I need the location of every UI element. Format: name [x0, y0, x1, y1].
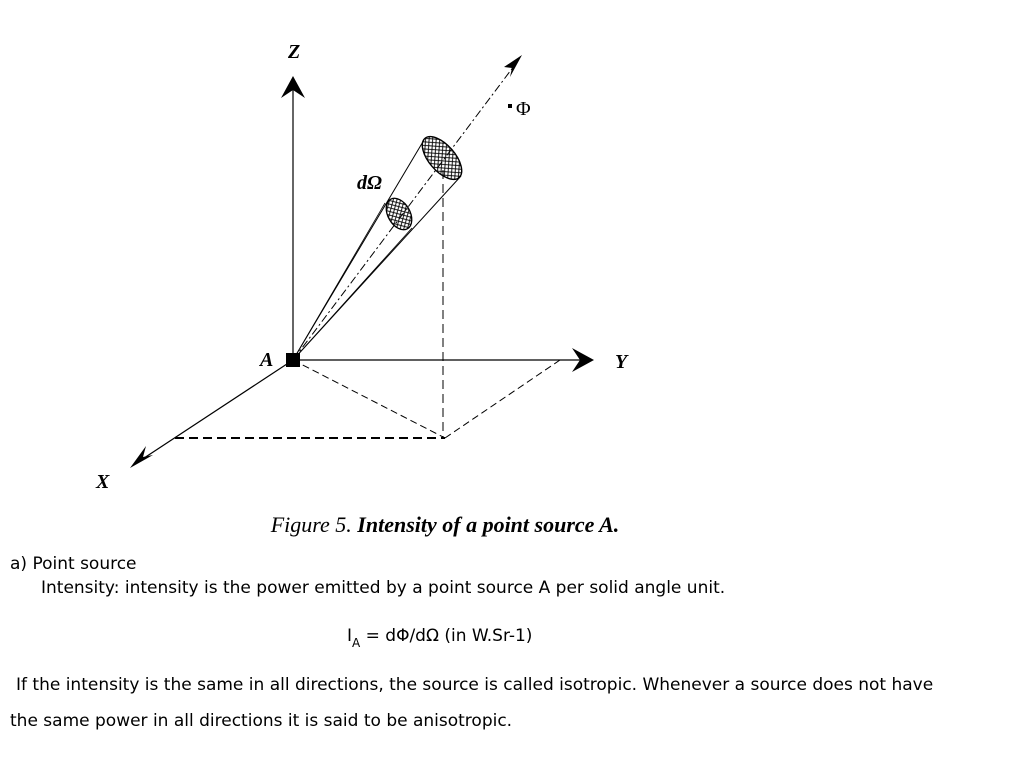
phi-label: Φ — [516, 98, 531, 120]
phi-marker — [508, 104, 512, 108]
large-hatched-ellipse — [421, 135, 463, 181]
section-heading: a) Point source — [10, 554, 137, 574]
projection-lines — [175, 170, 561, 439]
point-source-marker — [286, 353, 300, 367]
z-axis — [281, 76, 305, 360]
figure-caption-text: Intensity of a point source A. — [357, 512, 620, 537]
formula-rhs: = dΦ/dΩ (in W.Sr-1) — [360, 626, 533, 646]
intensity-definition: Intensity: intensity is the power emitte… — [41, 578, 726, 598]
isotropic-paragraph-line-2: the same power in all directions it is s… — [10, 711, 513, 731]
d-omega-label: dΩ — [357, 172, 382, 194]
intensity-diagram: Z Y X A dΩ Φ — [95, 41, 629, 493]
intensity-formula: IA = dΦ/dΩ (in W.Sr-1) — [347, 626, 533, 650]
figure-caption-number: Figure 5. — [270, 512, 352, 537]
x-axis — [130, 359, 294, 468]
figure-caption: Figure 5. Intensity of a point source A. — [0, 512, 890, 538]
x-axis-label: X — [95, 471, 110, 493]
z-axis-label: Z — [287, 41, 300, 63]
y-axis — [293, 348, 594, 372]
formula-subscript: A — [352, 636, 361, 650]
point-a-label: A — [258, 349, 273, 371]
formula-lhs: I — [347, 626, 353, 646]
small-hatched-ellipse — [385, 197, 413, 231]
y-axis-label: Y — [615, 351, 629, 373]
isotropic-paragraph-line-1: If the intensity is the same in all dire… — [16, 675, 934, 695]
solid-angle-cone — [292, 139, 462, 361]
